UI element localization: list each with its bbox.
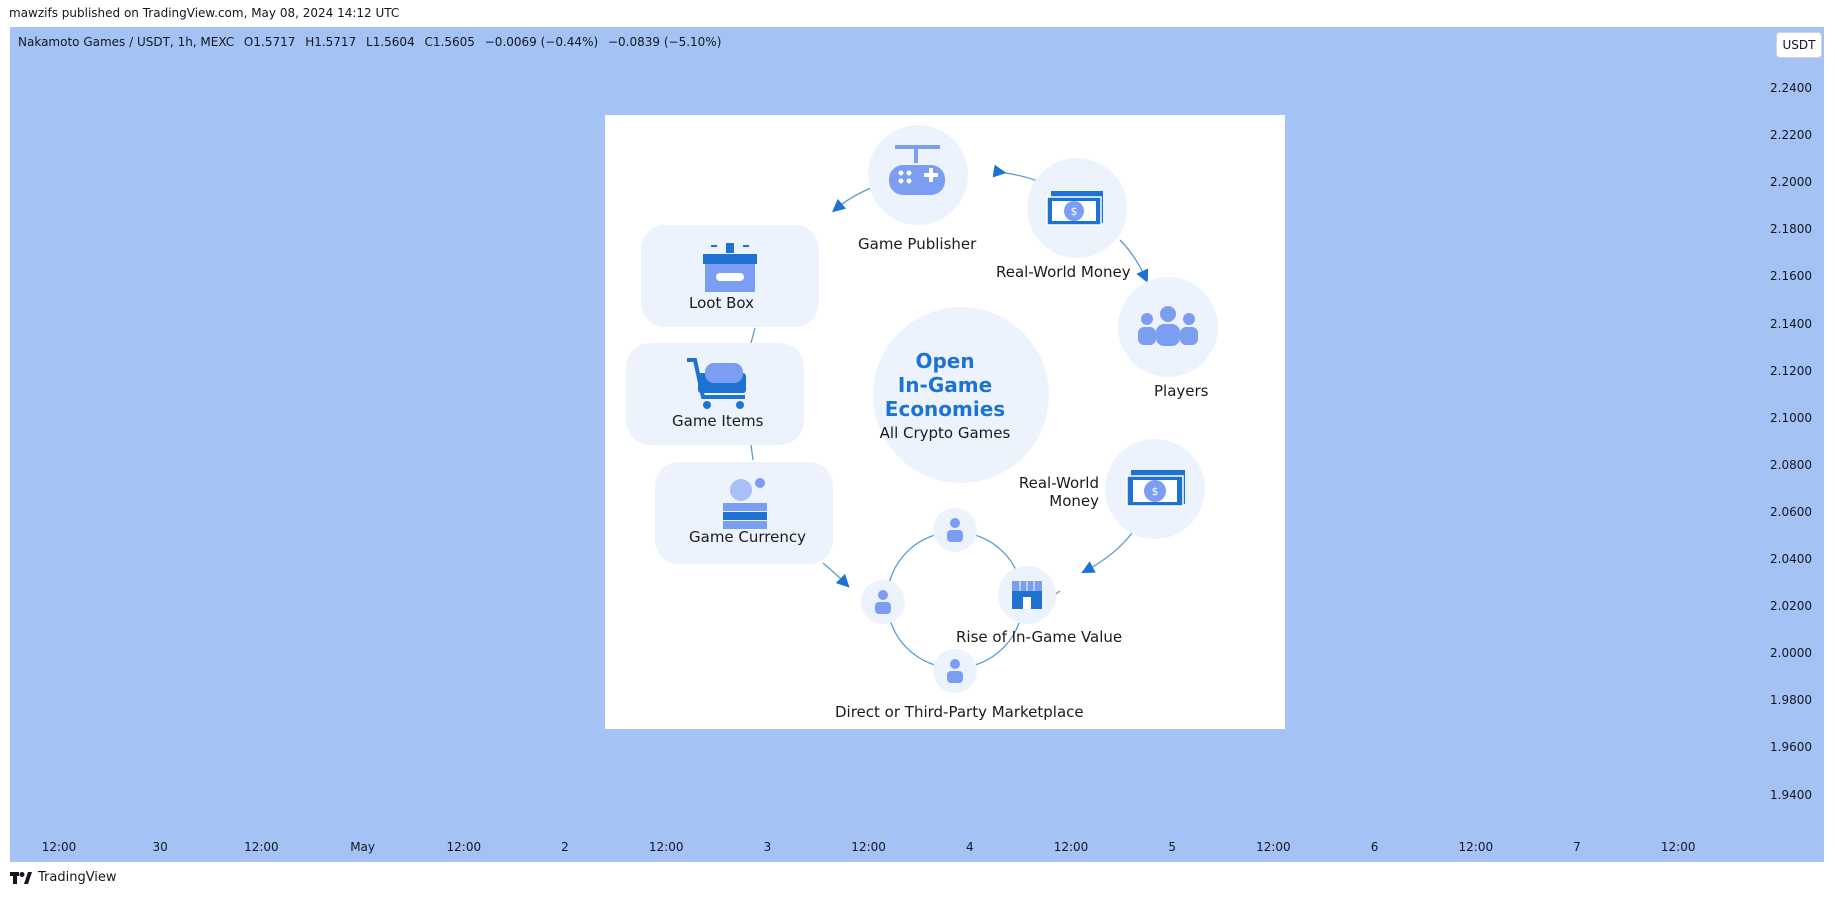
price-tick: 2.1400 [1770, 316, 1812, 331]
label-game-currency: Game Currency [689, 528, 807, 546]
center-title: Open In-Game Economies [875, 349, 1015, 421]
time-tick: 12:00 [41, 840, 77, 854]
price-tick: 2.0200 [1770, 599, 1812, 614]
time-tick: 4 [965, 840, 974, 854]
time-tick: 12:00 [244, 840, 279, 854]
time-tick: 12:00 [1256, 840, 1291, 854]
low-value: L1.5604 [366, 35, 415, 49]
time-tick: 12:00 [648, 840, 684, 854]
label-real-world-money-top: Real-World Money [996, 263, 1131, 281]
cash-icon-mid: $ [1126, 470, 1185, 507]
label-loot-box: Loot Box [689, 294, 754, 312]
user-icon-left [875, 590, 891, 614]
brand-name: TradingView [38, 870, 117, 885]
time-tick: 7 [1573, 840, 1581, 854]
center-title-line-3: Economies [884, 397, 1006, 421]
game-items-card [626, 343, 804, 445]
price-tick: 2.2400 [1770, 81, 1812, 95]
label-real-world-money-mid: Real-World Money [1015, 474, 1099, 510]
svg-text:$: $ [1071, 205, 1078, 218]
label-marketplace: Direct or Third-Party Marketplace [835, 703, 1084, 721]
price-tick: 2.0800 [1770, 457, 1812, 472]
label-game-publisher: Game Publisher [858, 235, 977, 253]
tradingview-brand[interactable]: TradingView [10, 870, 117, 885]
center-title-line-2: In-Game [897, 373, 993, 397]
time-tick: May [350, 840, 375, 854]
label-players: Players [1154, 382, 1209, 400]
time-tick: 12:00 [851, 840, 886, 854]
symbol-name[interactable]: Nakamoto Games / USDT, 1h, MEXC [18, 35, 235, 49]
time-tick: 2 [561, 840, 569, 854]
change-value-2: −0.0839 (−5.10%) [607, 35, 722, 49]
price-tick: 2.0600 [1770, 504, 1812, 519]
symbol-legend: Nakamoto Games / USDT, 1h, MEXC O1.5717 … [18, 35, 727, 49]
gamepad-icon [889, 145, 945, 195]
user-icon-bottom [947, 659, 963, 683]
label-real-world-money-mid-line-1: Real-World [1018, 474, 1099, 492]
svg-text:$: $ [1152, 485, 1159, 498]
user-icon-top [947, 518, 963, 542]
currency-button[interactable]: USDT [1776, 32, 1822, 58]
time-tick: 12:00 [446, 840, 482, 854]
price-tick: 1.9800 [1770, 693, 1812, 708]
label-rise-value: Rise of In-Game Value [956, 628, 1123, 646]
price-tick: 1.9400 [1770, 787, 1812, 802]
label-game-items: Game Items [672, 412, 764, 430]
price-tick: 2.0000 [1770, 646, 1812, 661]
open-value: O1.5717 [243, 35, 296, 49]
shopping-cart-icon [687, 358, 746, 409]
change-value: −0.0069 (−0.44%) [484, 35, 599, 49]
coins-icon [723, 478, 767, 529]
time-tick: 30 [152, 840, 168, 854]
players-icon [1138, 306, 1198, 346]
time-tick: 6 [1370, 840, 1379, 854]
time-tick: 12:00 [1660, 840, 1696, 854]
time-tick: 12:00 [1053, 840, 1089, 854]
diagram-graphics: $ $ [626, 125, 1218, 693]
price-tick: 2.1200 [1770, 363, 1812, 378]
price-tick: 2.2200 [1770, 128, 1812, 143]
economy-diagram: $ $ [605, 115, 1285, 729]
published-header: mawzifs published on TradingView.com, Ma… [9, 6, 400, 20]
loot-box-icon [703, 243, 757, 292]
price-tick: 2.2000 [1770, 175, 1812, 190]
time-tick: 5 [1168, 840, 1177, 854]
price-tick: 1.9600 [1770, 740, 1812, 755]
close-value: C1.5605 [424, 35, 475, 49]
label-real-world-money-mid-line-2: Money [1049, 492, 1099, 510]
price-tick: 2.0400 [1770, 552, 1812, 566]
center-circle [873, 307, 1049, 483]
high-value: H1.5717 [305, 35, 357, 49]
cash-icon-top: $ [1046, 191, 1103, 226]
price-tick: 2.1000 [1770, 410, 1812, 425]
center-subtitle: All Crypto Games [879, 424, 1011, 442]
tradingview-logo-icon [10, 871, 32, 884]
time-tick: 12:00 [1458, 840, 1494, 854]
time-tick: 3 [763, 840, 772, 854]
price-tick: 2.1800 [1770, 222, 1812, 237]
price-tick: 2.1600 [1770, 269, 1812, 284]
center-title-line-1: Open [915, 349, 975, 373]
shop-icon [1012, 581, 1042, 609]
